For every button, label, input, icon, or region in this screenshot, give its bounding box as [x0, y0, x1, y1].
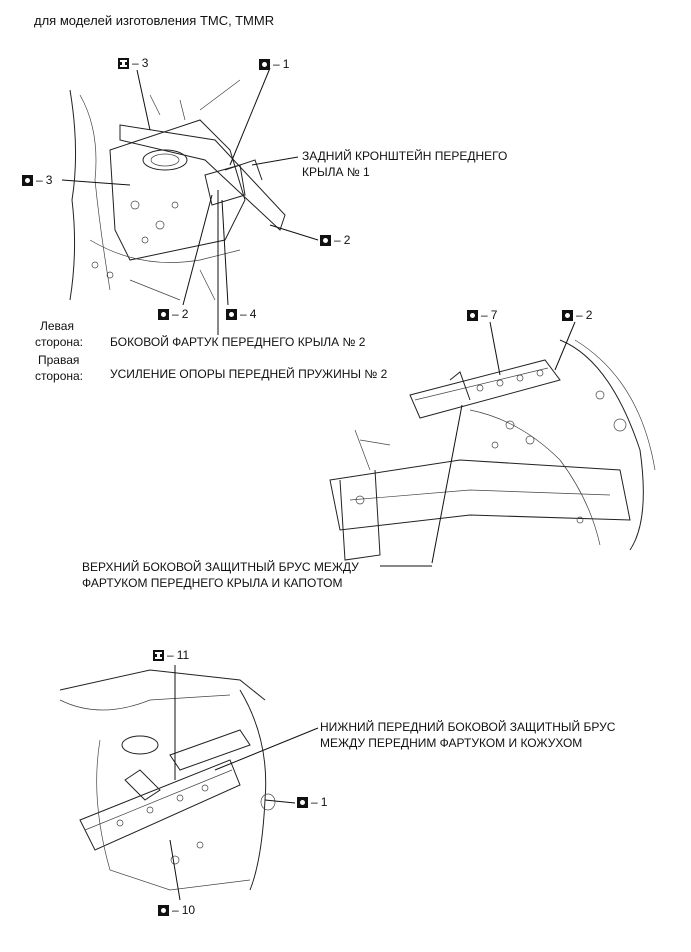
callout-torque-10: – 10: [158, 903, 195, 917]
left-side-label-line2: сторона:: [35, 335, 84, 349]
figure2-drawing: [329, 321, 656, 564]
callout-dash: –: [36, 173, 43, 187]
callout-value: 7: [490, 308, 498, 322]
right-side-label-line1: Правая: [38, 353, 80, 367]
bracket-label-line2: КРЫЛА № 1: [302, 165, 370, 179]
callout-value: 1: [282, 57, 290, 71]
lower-brace-label-line1: НИЖНИЙ ПЕРЕДНИЙ БОКОВОЙ ЗАЩИТНЫЙ БРУС: [320, 720, 616, 734]
callout-value: 2: [343, 233, 351, 247]
callout-torque-2-right: – 2: [320, 233, 350, 247]
figure3-drawing: [59, 665, 319, 901]
callout-value: 10: [181, 903, 196, 917]
lower-brace-label-line2: МЕЖДУ ПЕРЕДНИМ ФАРТУКОМ И КОЖУХОМ: [320, 736, 583, 750]
bracket-label-line1: ЗАДНИЙ КРОНШТЕЙН ПЕРЕДНЕГО: [302, 149, 508, 163]
torque-icon: [320, 234, 331, 246]
callout-value: 2: [585, 308, 593, 322]
torque-icon: [226, 308, 237, 320]
upper-brace-label-line2: ФАРТУКОМ ПЕРЕДНЕГО КРЫЛА И КАПОТОМ: [82, 576, 343, 590]
callout-value: 1: [320, 795, 328, 809]
left-side-value: БОКОВОЙ ФАРТУК ПЕРЕДНЕГО КРЫЛА № 2: [110, 335, 366, 349]
upper-brace-label-line1: ВЕРХНИЙ БОКОВОЙ ЗАЩИТНЫЙ БРУС МЕЖДУ: [82, 560, 359, 574]
callout-torque-2-bottom: – 2: [158, 307, 188, 321]
callout-torque-2-fig2: – 2: [562, 308, 592, 322]
callout-label: –: [132, 56, 139, 70]
callout-value: 3: [45, 173, 53, 187]
callout-torque-4: – 4: [226, 307, 256, 321]
callout-value: 3: [141, 56, 149, 70]
callout-torque-3: – 3: [22, 173, 52, 187]
right-side-value: УСИЛЕНИЕ ОПОРЫ ПЕРЕДНЕЙ ПРУЖИНЫ № 2: [110, 367, 388, 381]
callout-value: 4: [249, 307, 257, 321]
figure1-drawing: [61, 67, 319, 335]
callout-dash: –: [167, 648, 174, 662]
torque-icon: [467, 309, 478, 321]
callout-dash: –: [172, 307, 179, 321]
callout-bolt-3: – 3: [118, 56, 148, 70]
left-side-label-line1: Левая: [40, 319, 74, 333]
callout-bolt-11: – 11: [153, 648, 189, 662]
page-title: для моделей изготовления TMC, TMMR: [34, 13, 275, 28]
torque-icon: [259, 58, 270, 70]
torque-icon: [297, 796, 308, 808]
callout-torque-1: – 1: [259, 57, 289, 71]
bolt-icon: [118, 57, 129, 69]
torque-icon: [562, 309, 573, 321]
callout-dash: –: [481, 308, 488, 322]
callout-dash: –: [334, 233, 341, 247]
callout-dash: –: [240, 307, 247, 321]
callout-torque-1-fig3: – 1: [297, 795, 327, 809]
torque-icon: [158, 904, 169, 916]
callout-dash: –: [576, 308, 583, 322]
right-side-label-line2: сторона:: [35, 369, 84, 383]
torque-icon: [22, 174, 33, 186]
callout-dash: –: [273, 57, 280, 71]
callout-value: 2: [181, 307, 189, 321]
callout-dash: –: [172, 903, 179, 917]
callout-value: 11: [176, 648, 190, 662]
bolt-icon: [153, 649, 164, 661]
torque-icon: [158, 308, 169, 320]
callout-dash: –: [311, 795, 318, 809]
callout-torque-7: – 7: [467, 308, 497, 322]
